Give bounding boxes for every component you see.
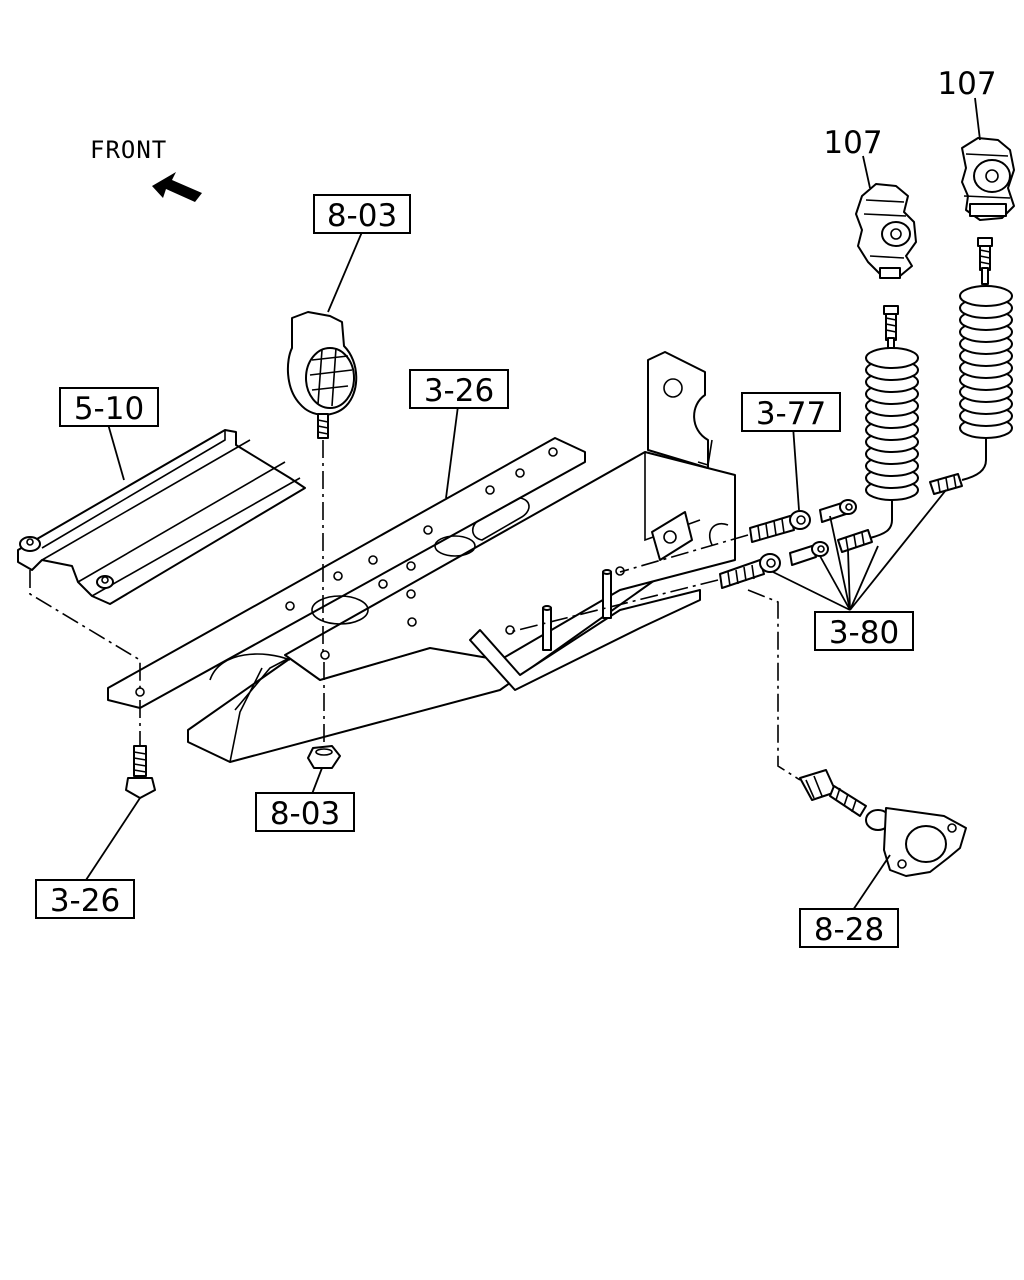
callout-label: 3-26 [50, 883, 120, 919]
bolt-left [125, 745, 156, 799]
small-fitting-d [929, 473, 963, 495]
coil-rings-left [865, 347, 919, 501]
arrow-up-left-icon [152, 172, 202, 202]
callout-clip-top: 8-03 [313, 194, 411, 234]
cover-channel [17, 429, 306, 605]
callout-label: 5-10 [74, 391, 144, 427]
callout-label: 3-26 [424, 373, 494, 409]
coiled-hose-left [865, 305, 919, 539]
callout-label: 3-80 [829, 615, 899, 651]
union-bolt-lower [719, 553, 781, 589]
assembly-lines [29, 440, 801, 781]
small-fitting-a [819, 499, 857, 523]
callout-coupling-head-right: 107 [937, 66, 996, 102]
callout-cover: 5-10 [59, 387, 159, 427]
cable-clip-top [286, 311, 358, 439]
small-fitting-c [837, 529, 873, 553]
callout-label: 8-03 [270, 796, 340, 832]
callout-bolt-left: 3-26 [35, 879, 135, 919]
callout-bolt-upper: 3-77 [741, 392, 841, 432]
callout-label: 8-03 [327, 198, 397, 234]
callout-label: 8-28 [814, 912, 884, 948]
main-bracket [107, 351, 736, 763]
callout-fittings: 3-80 [814, 611, 914, 651]
coiled-hose-right [959, 237, 1013, 481]
callout-nut: 8-03 [255, 792, 355, 832]
callout-label: 107 [823, 125, 882, 161]
callout-coupling-head-left: 107 [823, 125, 882, 161]
locating-pins [505, 566, 625, 651]
nut [307, 745, 341, 769]
callout-bracket: 3-26 [409, 369, 509, 409]
fittings-group [719, 473, 963, 589]
coupling-head-left [855, 183, 917, 279]
front-label: FRONT [90, 136, 167, 164]
callout-label: 3-77 [756, 396, 826, 432]
coil-rings-right [959, 285, 1013, 439]
trailer-socket [799, 769, 967, 877]
bracket-holes [135, 447, 558, 697]
coupling-head-right [961, 137, 1015, 221]
leader-lines [85, 97, 981, 911]
callout-socket: 8-28 [799, 908, 899, 948]
union-bolt-upper [749, 510, 811, 543]
callout-label: 107 [937, 66, 996, 102]
front-indicator: FRONT [90, 136, 202, 202]
